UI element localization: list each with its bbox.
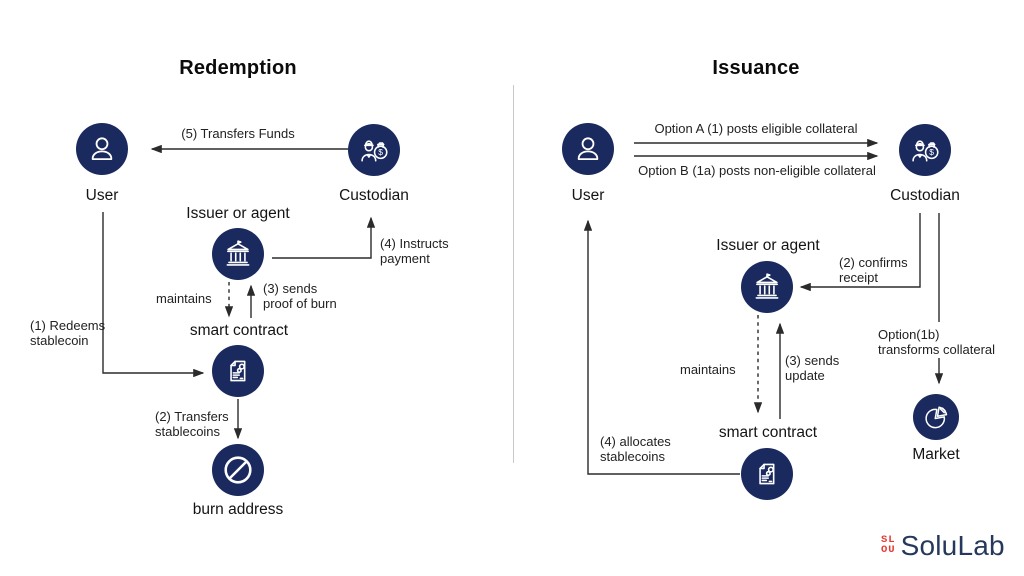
solulab-logo: SL OU SoluLab [881, 530, 1005, 562]
issuance-issuer-label: Issuer or agent [716, 237, 820, 254]
solulab-logo-text: SoluLab [900, 530, 1005, 561]
issuance-title: Issuance [712, 57, 800, 79]
redemption-custodian-node: $ [348, 124, 400, 176]
issuance-user-label: User [571, 187, 605, 204]
edge-label-allocates-stablecoins: (4) allocates stablecoins [600, 434, 671, 465]
issuance-smart-contract-node [741, 448, 793, 500]
svg-text:$: $ [378, 147, 383, 157]
edge-label-sends-proof: (3) sends proof of burn [263, 281, 337, 312]
person-icon [91, 137, 113, 161]
edge-label-issuance-maintains: maintains [680, 362, 736, 377]
arrow-issuance-confirms-receipt [799, 213, 921, 292]
edge-label-option-a: Option A (1) posts eligible collateral [654, 121, 858, 136]
redemption-burn-label: burn address [192, 501, 284, 518]
issuance-market-label: Market [912, 446, 960, 463]
pie-chart-icon [925, 406, 948, 429]
solulab-logo-icon: SL OU [881, 534, 896, 556]
arrow-issuance-allocates [583, 219, 740, 475]
edge-label-option-1b: Option(1b) transforms collateral [878, 327, 996, 358]
edge-label-instructs-payment: (4) Instructs payment [380, 236, 449, 267]
redemption-burn-node [212, 444, 264, 496]
person-icon [577, 137, 599, 161]
edge-label-redeems-stablecoin: (1) Redeems stablecoin [30, 318, 106, 349]
redemption-user-label: User [85, 187, 119, 204]
issuance-custodian-node: $ [899, 124, 951, 176]
edge-label-transfers-stablecoins: (2) Transfers stablecoins [155, 409, 229, 440]
logo-glyph-bottom: OU [881, 544, 896, 556]
issuance-smart-contract-label: smart contract [718, 424, 818, 441]
prohibition-icon [224, 456, 252, 484]
panel-divider [513, 85, 514, 463]
edge-label-transfers-funds: (5) Transfers Funds [181, 126, 295, 141]
edge-label-confirms-receipt: (2) confirms receipt [839, 255, 908, 286]
issuance-user-node [562, 123, 614, 175]
redemption-smart-contract-node [212, 345, 264, 397]
edge-label-option-b: Option B (1a) posts non-eligible collate… [638, 163, 876, 178]
contract-gears-icon [759, 463, 775, 485]
svg-text:$: $ [929, 147, 934, 157]
issuance-market-node [913, 394, 959, 440]
redemption-custodian-label: Custodian [339, 187, 409, 204]
redemption-title: Redemption [179, 57, 297, 79]
contract-gears-icon [230, 360, 246, 382]
redemption-smart-contract-label: smart contract [189, 322, 289, 339]
guard-moneybag-icon: $ [912, 140, 939, 162]
bank-icon [226, 240, 250, 266]
arrow-redemption-instructs-payment [272, 216, 376, 259]
guard-moneybag-icon: $ [361, 140, 388, 162]
bank-icon [755, 273, 779, 299]
issuance-custodian-label: Custodian [890, 187, 960, 204]
redemption-issuer-label: Issuer or agent [186, 205, 290, 222]
edge-label-sends-update: (3) sends update [785, 353, 840, 384]
redemption-user-node [76, 123, 128, 175]
arrow-redemption-redeems [102, 212, 205, 378]
issuance-issuer-node [741, 261, 793, 313]
edge-label-redemption-maintains: maintains [156, 291, 212, 306]
logo-glyph-top: SL [881, 534, 896, 547]
redemption-issuer-node [212, 228, 264, 280]
